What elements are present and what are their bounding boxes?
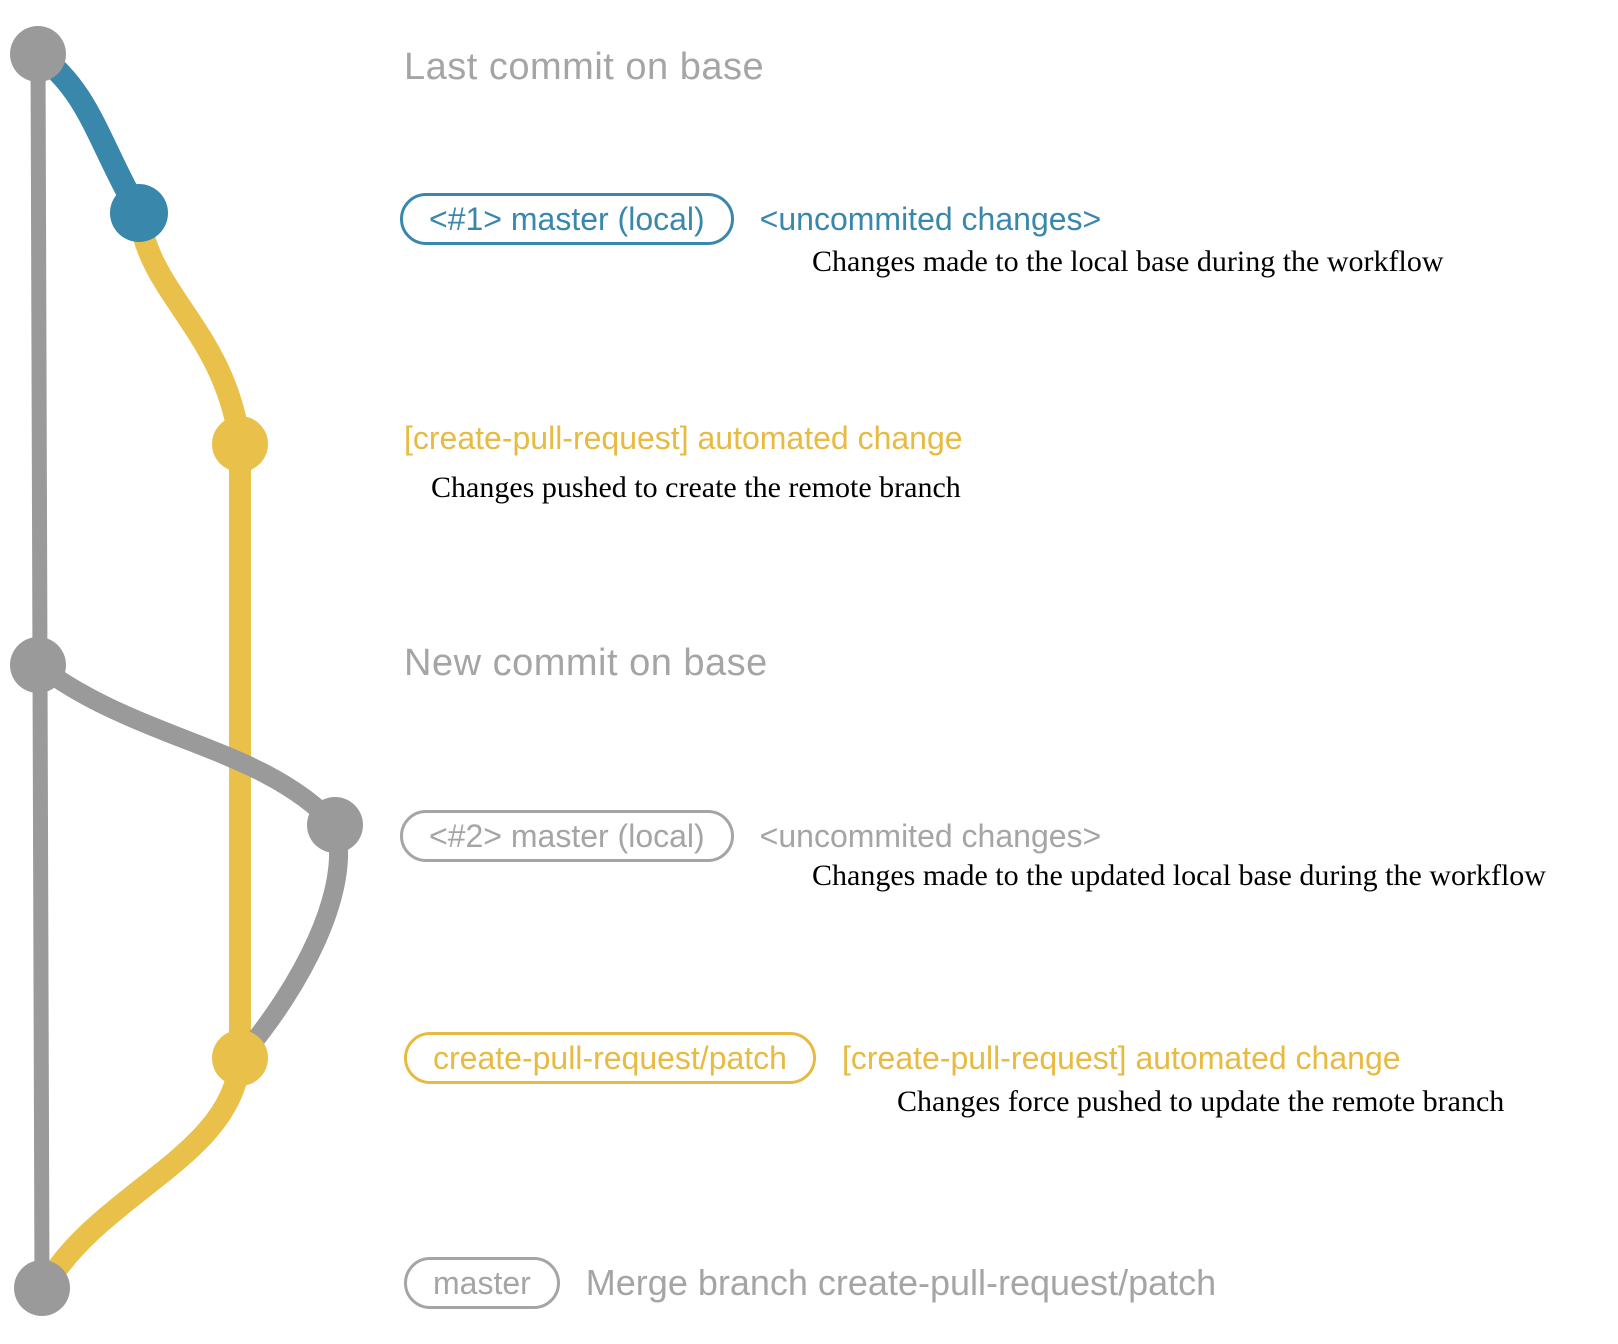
commit-desc-automated-1: Changes pushed to create the remote bran… bbox=[431, 471, 961, 504]
commit-node-patch-1 bbox=[212, 416, 268, 472]
label-new-commit-on-base: New commit on base bbox=[404, 642, 768, 684]
branch-badge-master: master bbox=[404, 1257, 560, 1309]
commit-title-uncommited-1: <uncommited changes> bbox=[759, 201, 1102, 237]
commit-desc-uncommited-1: Changes made to the local base during th… bbox=[812, 245, 1444, 278]
row-local-2: <#2> master (local) <uncommited changes> bbox=[400, 810, 1101, 862]
commit-node-new-base bbox=[10, 637, 66, 693]
local-changes-2-line bbox=[28, 655, 349, 1066]
commit-desc-automated-2: Changes force pushed to update the remot… bbox=[897, 1085, 1505, 1118]
branch-badge-master-local-1: <#1> master (local) bbox=[400, 193, 734, 245]
commit-node-merge bbox=[14, 1260, 70, 1316]
label-last-commit-on-base: Last commit on base bbox=[404, 46, 765, 88]
commit-title-merge: Merge branch create-pull-request/patch bbox=[585, 1262, 1217, 1303]
commit-title-automated-1: [create-pull-request] automated change bbox=[404, 420, 963, 456]
branch-badge-master-local-2: <#2> master (local) bbox=[400, 810, 734, 862]
commit-node-last-base bbox=[10, 26, 66, 82]
row-merge: master Merge branch create-pull-request/… bbox=[404, 1257, 1216, 1309]
row-local-1: <#1> master (local) <uncommited changes> bbox=[400, 193, 1101, 245]
branch-badge-create-pull-request-patch: create-pull-request/patch bbox=[404, 1032, 816, 1084]
commit-graph bbox=[10, 26, 363, 1316]
commit-title-uncommited-2: <uncommited changes> bbox=[759, 818, 1102, 854]
commit-node-local-1 bbox=[110, 184, 168, 242]
commit-title-automated-2: [create-pull-request] automated change bbox=[841, 1040, 1401, 1076]
commit-desc-uncommited-2: Changes made to the updated local base d… bbox=[812, 859, 1546, 892]
commit-node-local-2 bbox=[307, 797, 363, 853]
commit-node-patch-2 bbox=[212, 1030, 268, 1086]
row-patch-branch: create-pull-request/patch [create-pull-r… bbox=[404, 1032, 1401, 1084]
